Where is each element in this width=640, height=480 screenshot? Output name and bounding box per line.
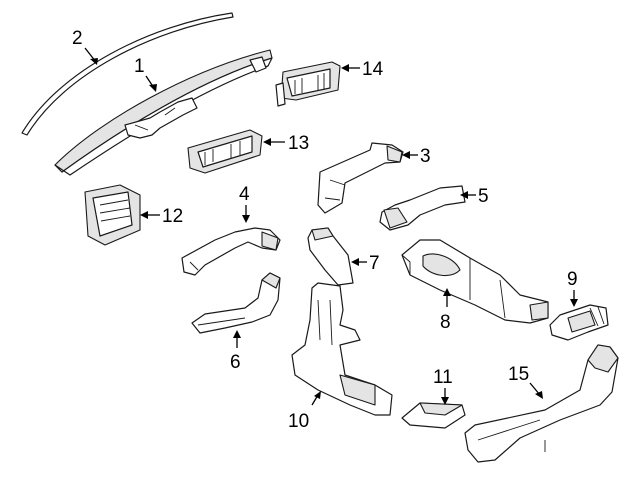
callout-11: 11 (433, 367, 453, 388)
callout-10: 10 (288, 411, 309, 432)
part-13-vent (187, 129, 263, 174)
part-3-duct (317, 142, 404, 214)
part-4-duct (181, 227, 281, 276)
part-2-trim-strip (21, 12, 234, 136)
callout-3: 3 (420, 146, 431, 167)
part-12-rear-vent (84, 184, 141, 246)
callout-4: 4 (239, 184, 250, 205)
callout-8: 8 (440, 312, 451, 333)
leader-lines (84, 47, 578, 406)
callout-5: 5 (478, 186, 489, 207)
part-1-defroster-panel (54, 49, 273, 176)
callout-2: 2 (72, 28, 83, 49)
part-15-duct (464, 344, 619, 463)
callout-7: 7 (369, 253, 380, 274)
part-7-duct (307, 227, 354, 286)
part-9-duct (549, 304, 609, 341)
callout-9: 9 (567, 269, 578, 290)
callout-6: 6 (230, 352, 241, 373)
part-5-duct (379, 185, 466, 231)
callout-14: 14 (362, 59, 384, 80)
part-14-vent (275, 61, 341, 107)
part-11-piece (401, 402, 466, 429)
part-10-duct (291, 282, 393, 416)
callout-12: 12 (162, 206, 183, 227)
callout-13: 13 (288, 133, 309, 154)
callout-1: 1 (134, 56, 145, 77)
callout-labels: 2 1 14 13 3 5 4 12 7 9 8 6 11 15 10 (72, 28, 578, 432)
part-8-duct (401, 239, 549, 324)
callout-15: 15 (508, 364, 529, 385)
part-6-duct (191, 272, 281, 334)
